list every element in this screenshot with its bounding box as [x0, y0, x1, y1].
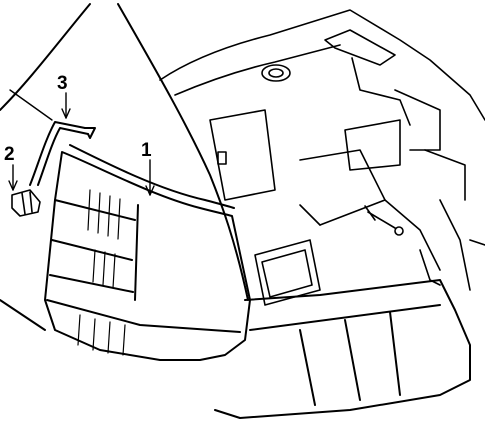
callout-2: 2 — [4, 144, 15, 165]
fender-panel — [0, 3, 249, 331]
leader-lines — [8, 89, 155, 196]
engine-bay — [159, 9, 485, 306]
bulb — [11, 189, 41, 217]
callout-1: 1 — [141, 140, 152, 161]
seal — [29, 121, 96, 186]
lamp-assembly — [44, 144, 251, 361]
callout-3: 3 — [57, 73, 68, 94]
bumper — [214, 279, 471, 419]
